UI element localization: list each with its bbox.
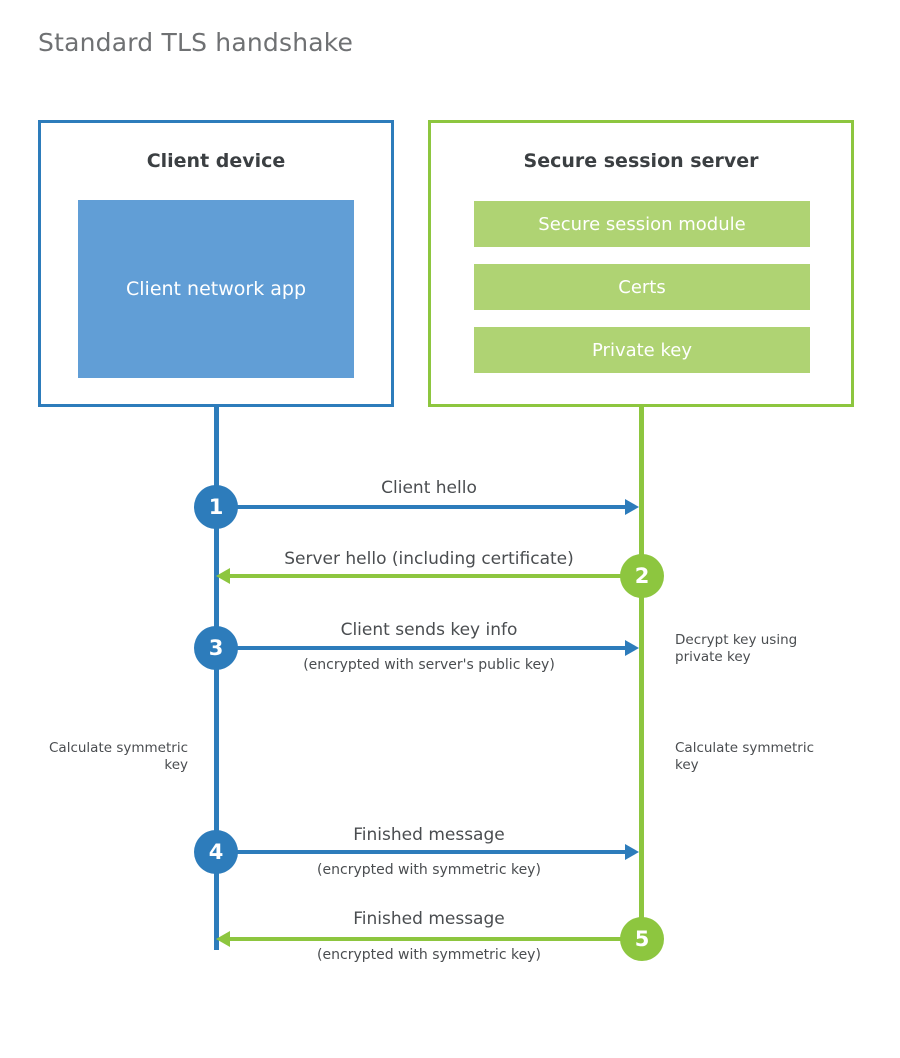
step-1-number: 1 [208, 495, 224, 519]
step-1-arrow-head-icon [625, 499, 639, 515]
step-3-number: 3 [208, 636, 224, 660]
step-3-marker[interactable]: 3 [194, 626, 238, 670]
step-4-number: 4 [208, 840, 224, 864]
step-3-sublabel: (encrypted with server's public key) [303, 657, 555, 673]
server-component-label: Certs [618, 276, 666, 298]
client-device-box: Client device Client network app [38, 120, 394, 407]
server-component-label: Secure session module [538, 213, 746, 235]
step-2-number: 2 [634, 564, 650, 588]
annotation-server-calculate-symmetric-key: Calculate symmetric key [675, 740, 814, 773]
step-1-arrow-line [216, 505, 626, 509]
step-4-arrow-line [216, 850, 626, 854]
step-3-arrow-line [216, 646, 626, 650]
step-2-marker[interactable]: 2 [620, 554, 664, 598]
server-component-private-key: Private key [474, 327, 810, 373]
step-5-arrow-line [230, 937, 642, 941]
secure-session-server-box: Secure session server Secure session mod… [428, 120, 854, 407]
step-5-sublabel: (encrypted with symmetric key) [317, 947, 541, 963]
annotation-decrypt-key: Decrypt key using private key [675, 632, 798, 665]
client-device-title: Client device [146, 150, 286, 172]
step-4-marker[interactable]: 4 [194, 830, 238, 874]
step-4-arrow-head-icon [625, 844, 639, 860]
server-component-secure-session-module: Secure session module [474, 201, 810, 247]
client-lifeline [214, 404, 219, 950]
server-component-label: Private key [592, 339, 692, 361]
server-component-certs: Certs [474, 264, 810, 310]
client-network-app-label: Client network app [126, 278, 307, 300]
step-1-marker[interactable]: 1 [194, 485, 238, 529]
step-5-label: Finished message [353, 909, 505, 929]
step-3-label: Client sends key info [340, 620, 518, 640]
step-1-label: Client hello [381, 478, 477, 498]
server-lifeline [639, 404, 644, 941]
step-5-number: 5 [634, 927, 650, 951]
client-network-app-block: Client network app [78, 200, 354, 378]
step-2-label: Server hello (including certificate) [284, 549, 574, 569]
step-3-arrow-head-icon [625, 640, 639, 656]
page-title: Standard TLS handshake [38, 28, 354, 57]
step-4-label: Finished message [353, 825, 505, 845]
step-5-arrow-head-icon [216, 931, 230, 947]
step-5-marker[interactable]: 5 [620, 917, 664, 961]
step-4-sublabel: (encrypted with symmetric key) [317, 862, 541, 878]
annotation-client-calculate-symmetric-key: Calculate symmetric key [49, 740, 188, 773]
step-2-arrow-head-icon [216, 568, 230, 584]
secure-session-server-title: Secure session server [523, 150, 759, 172]
step-2-arrow-line [230, 574, 642, 578]
